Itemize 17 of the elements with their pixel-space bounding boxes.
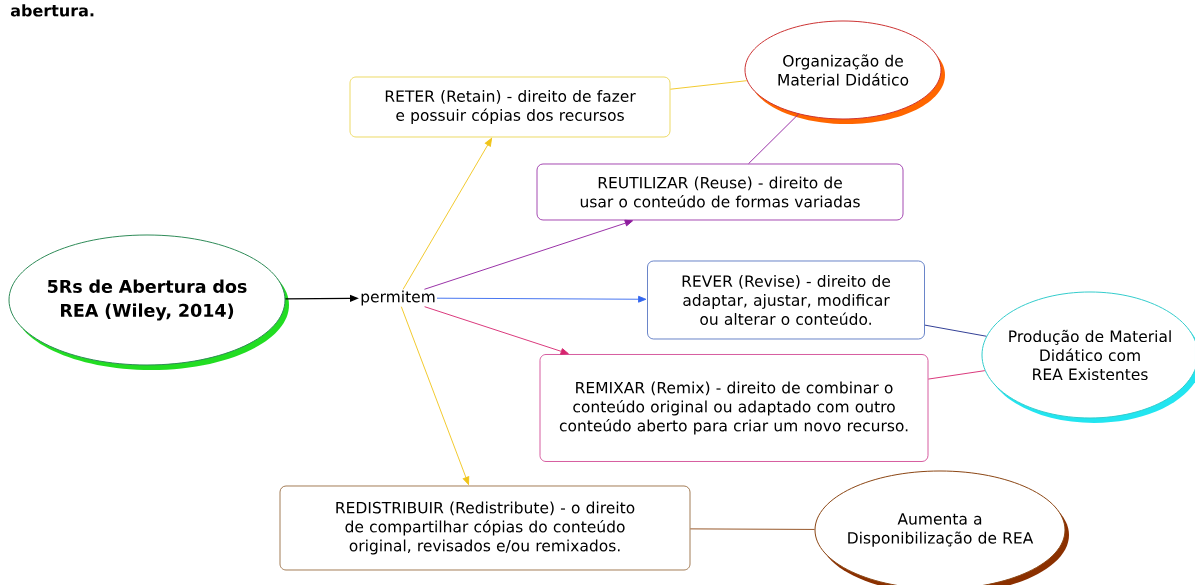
concept-box: REUTILIZAR (Reuse) - direito de usar o conteúdo de formas variadas bbox=[536, 163, 904, 221]
arrow bbox=[424, 306, 569, 355]
connector-line bbox=[927, 370, 986, 380]
concept-box: REMIXAR (Remix) - direito de combinar o conteúdo original ou adaptado com outro conteúdo aberto para criar um novo recurso. bbox=[539, 354, 929, 462]
heading-text: abertura. bbox=[10, 4, 94, 17]
arrow bbox=[400, 306, 470, 485]
connector-word: permitem bbox=[361, 290, 435, 306]
arrow bbox=[402, 138, 492, 290]
concept-box: REDISTRIBUIR (Redistribute) - o direito de compartilhar cópias do conteúdo original, revisados e/ou remixados. bbox=[279, 485, 691, 571]
arrow bbox=[423, 219, 634, 290]
connector-line bbox=[689, 528, 815, 530]
connector-line bbox=[924, 324, 987, 337]
concept-box: RETER (Retain) - direito de fazer e possuir cópias dos recursos bbox=[349, 76, 671, 138]
concept-box: REVER (Revise) - direito de adaptar, ajustar, modificar ou alterar o conteúdo. bbox=[647, 260, 925, 340]
arrow bbox=[436, 295, 647, 303]
connector-line bbox=[669, 80, 748, 90]
connector-line bbox=[748, 113, 799, 165]
